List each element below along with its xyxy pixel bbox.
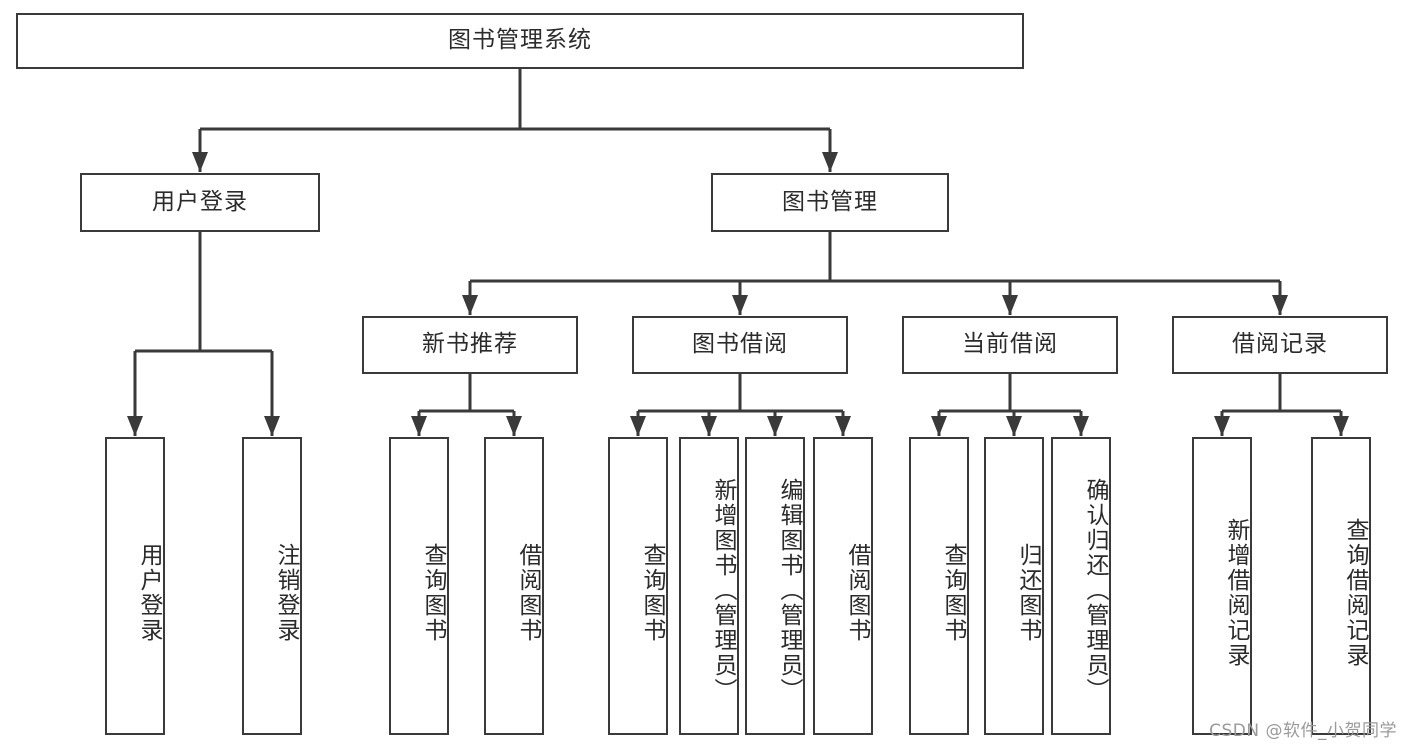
borrow-record-to-leaves-arrow-1 <box>1333 416 1349 436</box>
book-borrow-to-leaves-arrow-2 <box>767 416 783 436</box>
borrow-record-to-leaves-arrow-0 <box>1214 416 1230 436</box>
book-manage-to-level2-arrow-2 <box>1002 295 1018 315</box>
node-leaf-confirm-return[interactable]: 确认归还（管理员） <box>1051 437 1111 735</box>
node-leaf-borrow-book-2[interactable]: 借阅图书 <box>813 437 873 735</box>
book-manage-to-level2-arrow-1 <box>732 295 748 315</box>
node-leaf-query-book-3[interactable]: 查询图书 <box>909 437 969 735</box>
node-leaf-user-login[interactable]: 用户登录 <box>105 437 165 735</box>
book-borrow-to-leaves-arrow-1 <box>701 416 717 436</box>
node-root[interactable]: 图书管理系统 <box>16 13 1024 69</box>
node-book-borrow[interactable]: 图书借阅 <box>632 316 848 374</box>
node-leaf-return-book[interactable]: 归还图书 <box>984 437 1044 735</box>
node-leaf-query-record[interactable]: 查询借阅记录 <box>1311 437 1371 735</box>
current-borrow-to-leaves-arrow-2 <box>1073 416 1089 436</box>
node-current-borrow[interactable]: 当前借阅 <box>902 316 1118 374</box>
root-to-level1-arrow-1 <box>822 152 838 172</box>
node-user-login[interactable]: 用户登录 <box>80 173 320 232</box>
node-leaf-logout[interactable]: 注销登录 <box>242 437 302 735</box>
node-book-manage[interactable]: 图书管理 <box>711 173 949 232</box>
watermark: CSDN @软件_小贺同学 <box>1209 721 1397 741</box>
current-borrow-to-leaves-arrow-0 <box>931 416 947 436</box>
node-leaf-borrow-book-1[interactable]: 借阅图书 <box>484 437 544 735</box>
root-to-level1-arrow-0 <box>192 152 208 172</box>
current-borrow-to-leaves-arrow-1 <box>1006 416 1022 436</box>
book-borrow-to-leaves-arrow-3 <box>835 416 851 436</box>
book-manage-to-level2-arrow-3 <box>1272 295 1288 315</box>
user-login-to-leaves-arrow-1 <box>264 416 280 436</box>
user-login-to-leaves-arrow-0 <box>127 416 143 436</box>
node-borrow-record[interactable]: 借阅记录 <box>1172 316 1388 374</box>
node-leaf-query-book-1[interactable]: 查询图书 <box>389 437 449 735</box>
new-book-rec-to-leaves-arrow-0 <box>411 416 427 436</box>
book-manage-to-level2-arrow-0 <box>462 295 478 315</box>
node-leaf-edit-book[interactable]: 编辑图书（管理员） <box>745 437 805 735</box>
node-leaf-add-book[interactable]: 新增图书（管理员） <box>679 437 739 735</box>
book-borrow-to-leaves-arrow-0 <box>630 416 646 436</box>
node-new-book-rec[interactable]: 新书推荐 <box>362 316 578 374</box>
new-book-rec-to-leaves-arrow-1 <box>506 416 522 436</box>
node-leaf-add-record[interactable]: 新增借阅记录 <box>1192 437 1252 735</box>
node-leaf-query-book-2[interactable]: 查询图书 <box>608 437 668 735</box>
